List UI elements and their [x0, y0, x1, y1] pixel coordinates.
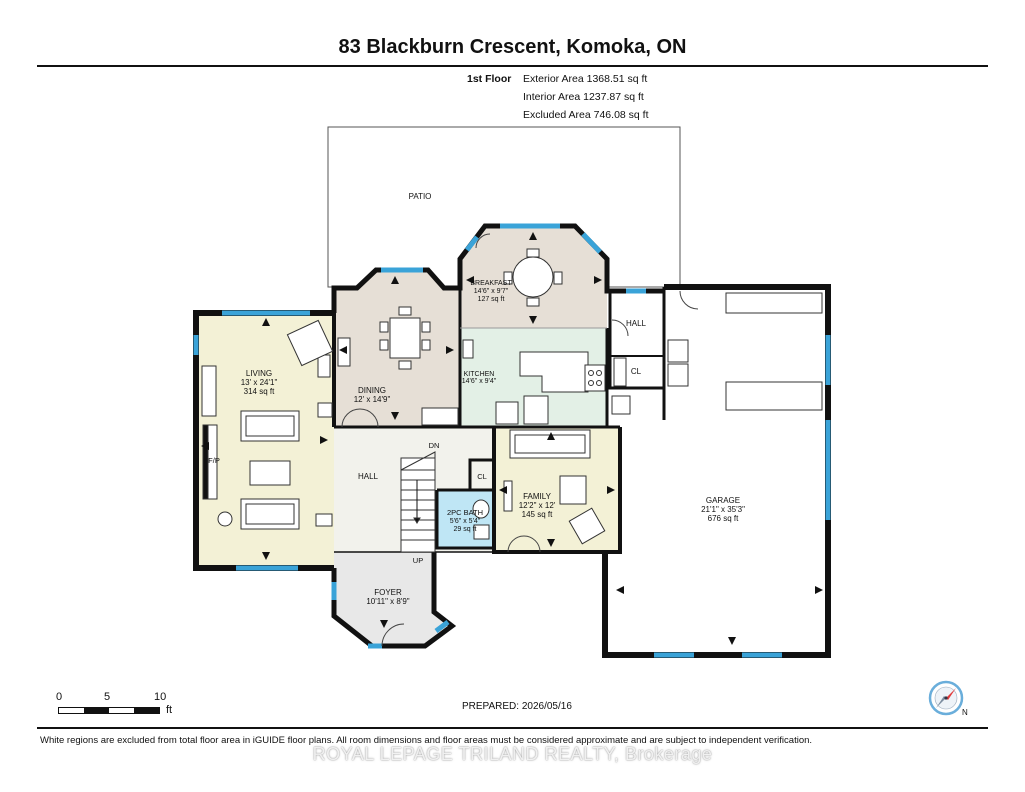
bath-area: 29 sq ft — [454, 526, 477, 533]
windows — [193, 223, 831, 658]
scale-tick-10: 10 — [154, 691, 167, 703]
foyer-room — [334, 552, 452, 646]
prepared-date: PREPARED: 2026/05/16 — [462, 701, 572, 712]
floor-label: 1st Floor — [467, 73, 512, 85]
compass-north-label: N — [962, 708, 968, 717]
header-rule — [37, 65, 988, 67]
disclaimer: White regions are excluded from total fl… — [40, 735, 813, 746]
foyer-dims: 10'11" x 8'9" — [366, 597, 409, 606]
dining-dims: 12' x 14'9" — [354, 395, 391, 404]
foyer-label: FOYER — [374, 588, 402, 597]
floor-stats: 1st Floor Exterior Area 1368.51 sq ft In… — [467, 70, 707, 126]
stairs — [400, 451, 436, 553]
page-title: 83 Blackburn Crescent, Komoka, ON — [338, 36, 687, 58]
scale-tick-0: 0 — [56, 691, 63, 703]
dimension-arrows — [201, 232, 823, 645]
garage-area: 676 sq ft — [708, 514, 739, 523]
family-dims: 12'2" x 12' — [519, 501, 556, 510]
hall-upper — [610, 291, 664, 356]
bath-dims: 5'6" x 5'4" — [450, 518, 481, 525]
bath-label: 2PC BATH — [447, 508, 483, 517]
kitchen-label: KITCHEN — [464, 371, 495, 378]
breakfast-area: 127 sq ft — [478, 296, 505, 303]
walls — [193, 223, 831, 658]
living-dims: 13' x 24'1" — [241, 378, 278, 387]
breakfast-label: BREAKFAST — [470, 280, 512, 287]
patio-area — [327, 126, 681, 288]
family-label: FAMILY — [523, 492, 552, 501]
dn-label: DN — [429, 441, 440, 450]
excluded-area: Excluded Area 746.08 sq ft — [523, 109, 649, 121]
patio-label: PATIO — [409, 192, 432, 201]
kitchen-dims: 14'6" x 9'4" — [462, 378, 497, 385]
dining-label: DINING — [358, 386, 386, 395]
scale-tick-5: 5 — [104, 691, 111, 703]
scale-bar: 0 5 10 ft — [56, 691, 186, 717]
hall-upper-label: HALL — [626, 319, 647, 328]
furniture — [201, 248, 823, 545]
exterior-area: Exterior Area 1368.51 sq ft — [523, 73, 648, 85]
family-area: 145 sq ft — [522, 510, 553, 519]
garage-dims: 21'1" x 35'3" — [701, 505, 745, 514]
hall-main-label: HALL — [358, 472, 379, 481]
up-label: UP — [413, 556, 423, 565]
compass-icon — [928, 680, 964, 716]
garage-label: GARAGE — [706, 496, 740, 505]
brokerage-watermark: ROYAL LEPAGE TRILAND REALTY, Brokerage — [312, 744, 713, 764]
interior-area: Interior Area 1237.87 sq ft — [523, 91, 644, 103]
scale-bar-graphic — [58, 707, 160, 714]
doors — [341, 233, 699, 647]
fireplace-label: F/P — [208, 456, 220, 465]
closet-main-label: CL — [477, 472, 487, 481]
breakfast-dims: 14'6" x 9'7" — [474, 288, 509, 295]
living-area: 314 sq ft — [244, 387, 275, 396]
scale-unit: ft — [166, 704, 173, 716]
closet-upper-label: CL — [631, 367, 642, 376]
living-label: LIVING — [246, 369, 272, 378]
footer-rule — [37, 727, 988, 729]
compass: N — [928, 680, 972, 724]
